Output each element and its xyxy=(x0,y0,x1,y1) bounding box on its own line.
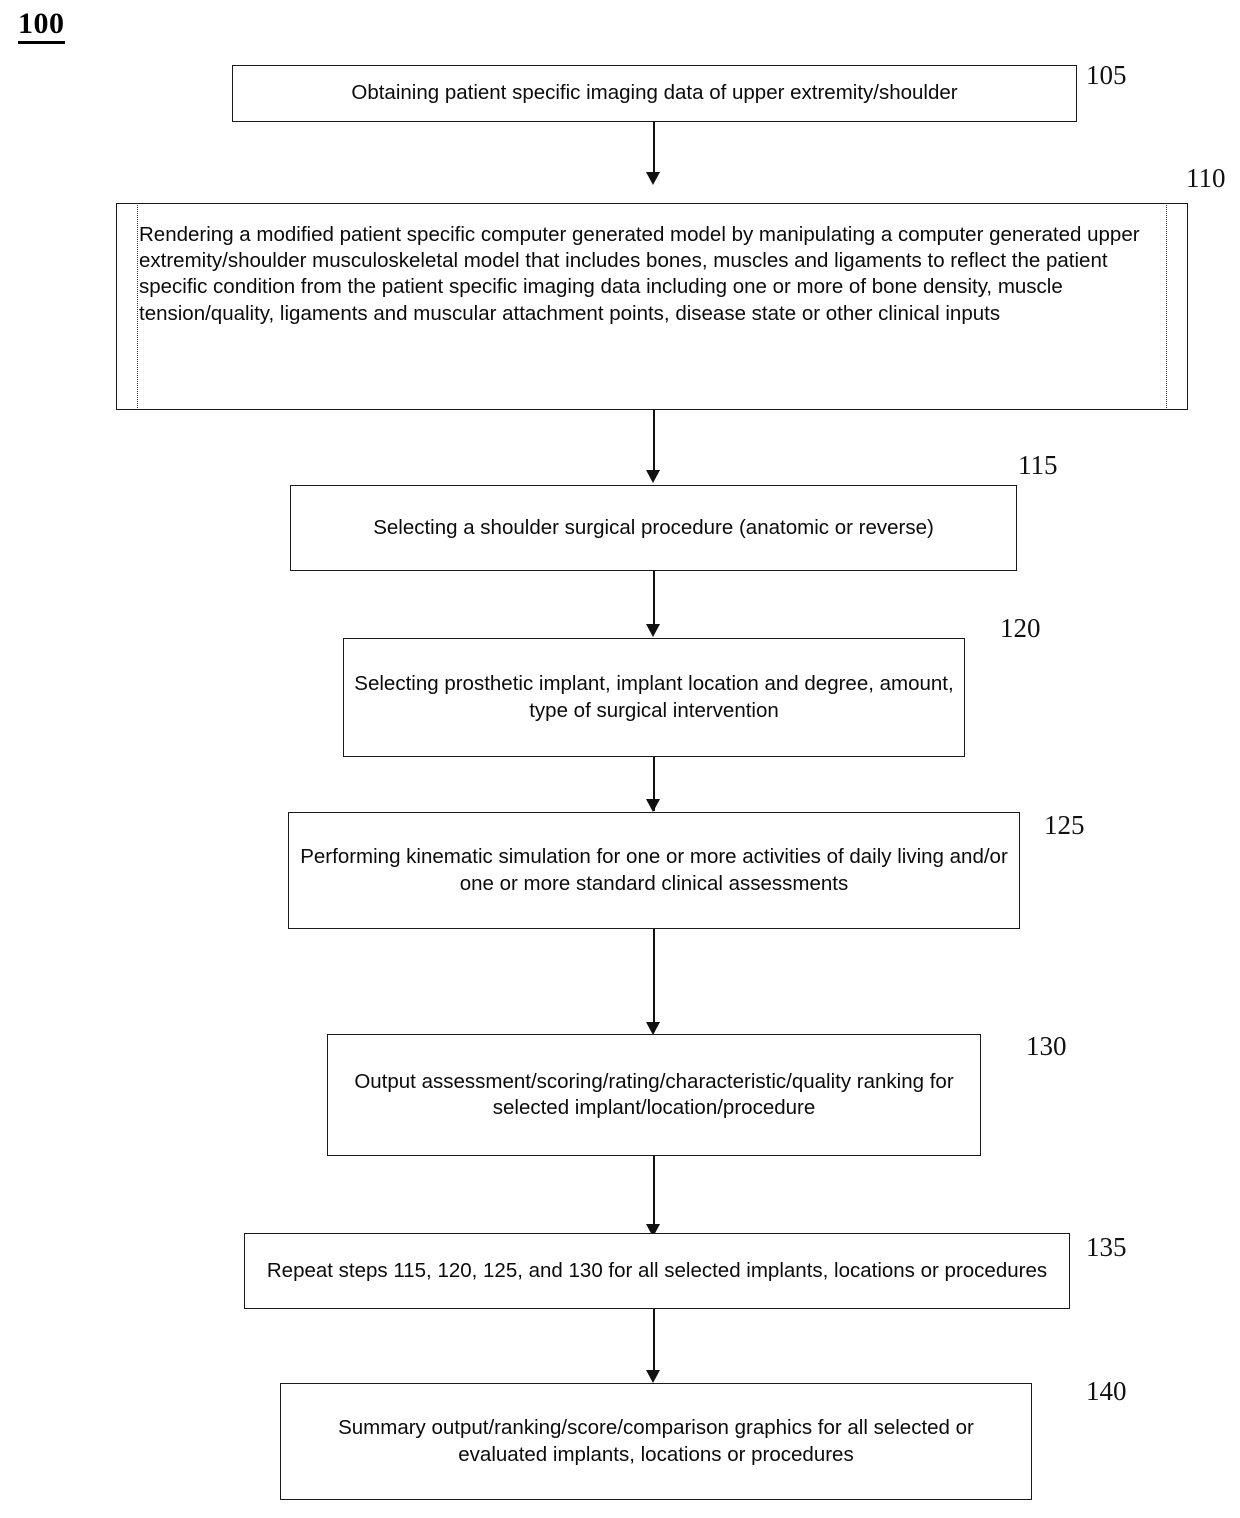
flow-node-120-label: Selecting prosthetic implant, implant lo… xyxy=(354,672,954,722)
connector-135-140 xyxy=(653,1309,655,1373)
flow-node-140-label: Summary output/ranking/score/comparison … xyxy=(338,1416,974,1466)
flow-node-115-label: Selecting a shoulder surgical procedure … xyxy=(373,515,934,539)
connector-105-110 xyxy=(653,122,655,174)
arrowhead-135-140 xyxy=(646,1370,660,1383)
ref-label-105: 105 xyxy=(1086,60,1127,90)
arrowhead-110-115 xyxy=(646,470,660,483)
flow-node-105[interactable]: Obtaining patient specific imaging data … xyxy=(232,65,1077,122)
flow-node-105-label: Obtaining patient specific imaging data … xyxy=(351,81,958,105)
ref-label-135: 135 xyxy=(1086,1232,1127,1262)
flow-node-125-label: Performing kinematic simulation for one … xyxy=(300,845,1008,895)
connector-130-135 xyxy=(653,1156,655,1236)
flow-node-120[interactable]: Selecting prosthetic implant, implant lo… xyxy=(343,638,965,757)
arrowhead-115-120 xyxy=(646,624,660,637)
flow-node-130-label: Output assessment/scoring/rating/charact… xyxy=(354,1069,954,1119)
ref-label-120: 120 xyxy=(1000,613,1041,643)
flow-node-110-label: Rendering a modified patient specific co… xyxy=(139,223,1140,325)
flow-node-115[interactable]: Selecting a shoulder surgical procedure … xyxy=(290,485,1017,571)
flow-node-110[interactable]: Rendering a modified patient specific co… xyxy=(116,203,1188,410)
arrowhead-120-125 xyxy=(646,799,660,812)
connector-120-125 xyxy=(653,757,655,811)
node-110-inner-rule-left xyxy=(137,205,138,408)
ref-label-110: 110 xyxy=(1186,163,1226,193)
flow-node-135[interactable]: Repeat steps 115, 120, 125, and 130 for … xyxy=(244,1233,1070,1309)
ref-label-115: 115 xyxy=(1018,450,1058,480)
ref-label-125: 125 xyxy=(1044,810,1085,840)
ref-label-140: 140 xyxy=(1086,1376,1127,1406)
arrowhead-125-130 xyxy=(646,1022,660,1035)
flow-node-125[interactable]: Performing kinematic simulation for one … xyxy=(288,812,1020,929)
connector-125-130 xyxy=(653,929,655,1032)
node-110-inner-rule-right xyxy=(1166,205,1167,408)
connector-115-120 xyxy=(653,571,655,626)
arrowhead-105-110 xyxy=(646,172,660,185)
connector-110-115 xyxy=(653,410,655,472)
flow-node-135-label: Repeat steps 115, 120, 125, and 130 for … xyxy=(266,1258,1048,1282)
ref-label-130: 130 xyxy=(1026,1031,1067,1061)
flow-node-140[interactable]: Summary output/ranking/score/comparison … xyxy=(280,1383,1032,1500)
figure-number: 100 xyxy=(18,8,65,44)
flow-node-130[interactable]: Output assessment/scoring/rating/charact… xyxy=(327,1034,981,1156)
